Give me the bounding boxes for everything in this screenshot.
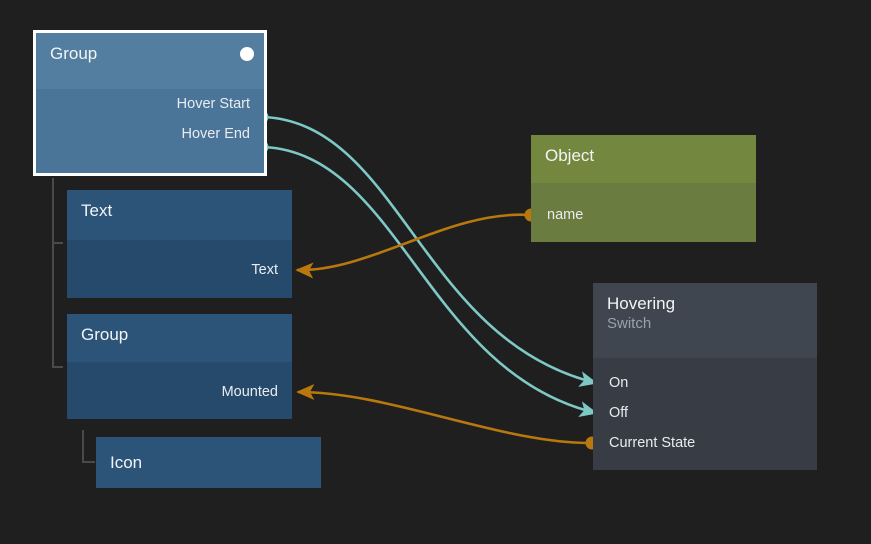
port-label-off: Off <box>609 405 629 421</box>
node-hovering-switch[interactable]: Hovering Switch On Off Current State <box>593 283 817 470</box>
selected-dot-icon <box>240 47 254 61</box>
node-object[interactable]: Object name <box>531 135 756 242</box>
port-label-hover-start: Hover Start <box>176 96 250 112</box>
port-row-hover-end[interactable]: Hover End <box>36 119 264 149</box>
port-row-mounted[interactable]: Mounted <box>67 377 292 407</box>
node-header: Hovering Switch <box>593 283 817 358</box>
port-row-on[interactable]: On <box>593 368 817 398</box>
node-body: name <box>531 183 756 230</box>
node-group-root-selection[interactable]: Group Hover Start Hover End <box>33 30 267 176</box>
tree-line-branch-group <box>52 366 63 368</box>
tree-line-branch-icon <box>82 461 95 463</box>
port-label-mounted: Mounted <box>221 384 278 400</box>
node-title: Text <box>81 201 113 220</box>
port-label-name: name <box>547 207 584 223</box>
tree-line-vertical-main <box>52 178 54 368</box>
node-body: Mounted <box>67 362 292 407</box>
node-title: Icon <box>110 453 143 472</box>
port-row-name[interactable]: name <box>531 200 756 230</box>
node-title: Object <box>545 146 595 165</box>
port-label-text: Text <box>251 262 278 278</box>
node-body: Hover Start Hover End <box>36 89 264 149</box>
node-body: On Off Current State <box>593 358 817 458</box>
port-row-off[interactable]: Off <box>593 398 817 428</box>
port-label-on: On <box>609 375 629 391</box>
node-header: Text <box>67 190 292 240</box>
node-title: Group <box>81 325 129 344</box>
port-row-current-state[interactable]: Current State <box>593 428 817 458</box>
node-group-root[interactable]: Group Hover Start Hover End <box>36 33 264 173</box>
node-text[interactable]: Text Text <box>67 190 292 298</box>
port-row-text[interactable]: Text <box>67 255 292 285</box>
wire-name-to-text <box>295 213 530 279</box>
node-group-child[interactable]: Group Mounted <box>67 314 292 419</box>
port-label-current-state: Current State <box>609 435 696 451</box>
node-header: Group <box>36 33 264 89</box>
node-title: Group <box>50 44 98 63</box>
node-header: Icon <box>96 437 321 488</box>
node-body: Text <box>67 240 292 285</box>
port-row-hover-start[interactable]: Hover Start <box>36 89 264 119</box>
tree-line-branch-text <box>52 242 63 244</box>
node-header: Group <box>67 314 292 362</box>
node-title: Hovering <box>607 294 676 313</box>
node-header: Object <box>531 135 756 183</box>
port-label-hover-end: Hover End <box>181 126 250 142</box>
node-subtitle: Switch <box>607 315 652 332</box>
wire-current-state-to-mounted <box>296 384 591 445</box>
node-icon[interactable]: Icon <box>96 437 321 488</box>
tree-line-vertical-icon <box>82 430 84 463</box>
